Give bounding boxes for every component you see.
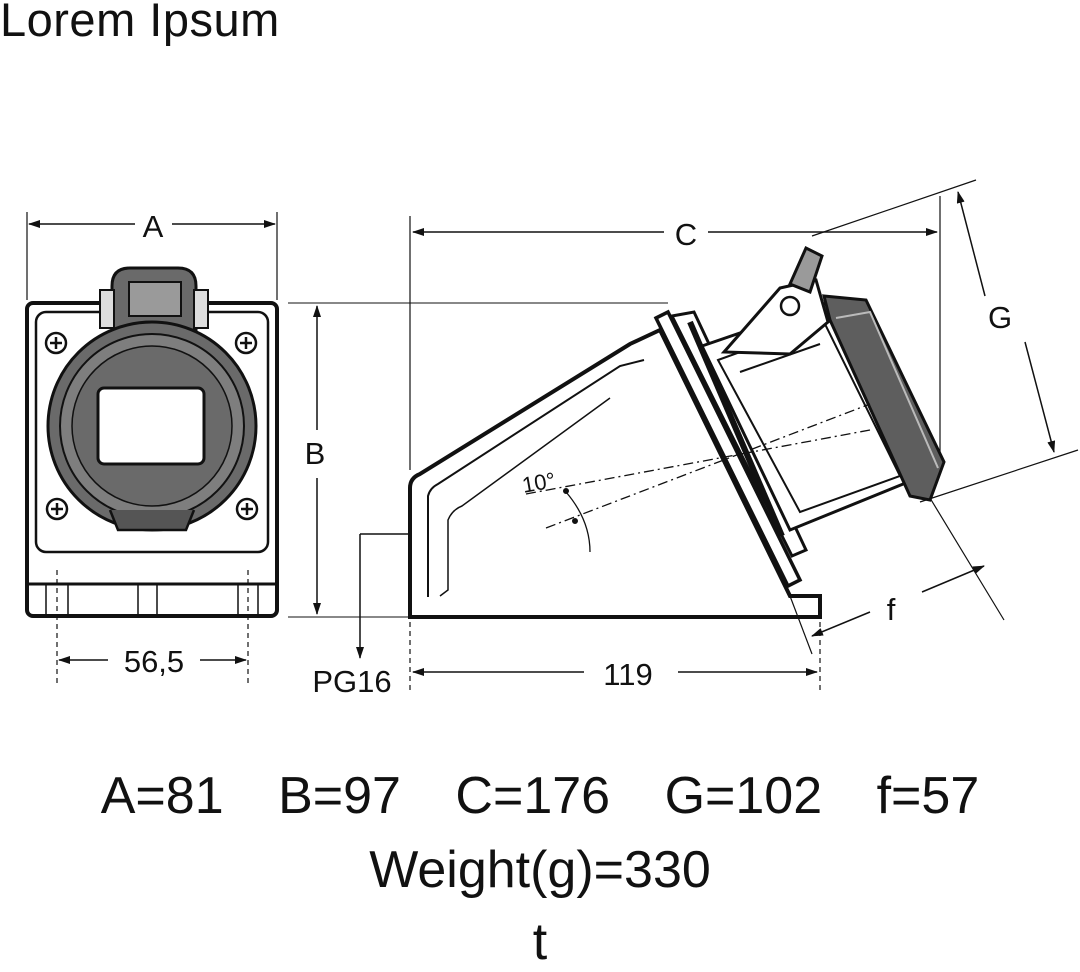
dim-f-label: f (887, 592, 896, 627)
dim-base-front-label: 56,5 (124, 644, 184, 679)
dim-f-line (811, 611, 871, 637)
dim-a-label: A (143, 209, 164, 244)
spec-b: B=97 (278, 767, 401, 825)
screw-icon (44, 331, 68, 355)
dim-b-label: B (305, 436, 326, 471)
screw-icon (234, 331, 258, 355)
cable-entry-label: PG16 (312, 664, 391, 699)
dim-g-label: G (988, 300, 1012, 335)
side-view (356, 179, 1079, 690)
page-title: Lorem Ipsum (0, 0, 280, 46)
spec-a: A=81 (100, 767, 224, 825)
spec-f: f=57 (876, 767, 980, 825)
angle-label: 10° (520, 467, 557, 497)
dim-base-side-label: 119 (603, 657, 652, 692)
spec-c: C=176 (455, 767, 611, 825)
spec-g: G=102 (664, 767, 823, 825)
screw-icon (45, 497, 69, 521)
front-view (25, 212, 668, 684)
dim-g-line (956, 191, 986, 297)
screw-icon (235, 497, 259, 521)
spec-weight: Weight(g)=330 (369, 841, 711, 899)
spec-footer: t (532, 913, 548, 971)
spec-dimensions: A=81 B=97 C=176 G=102 f=57 (0, 766, 1080, 826)
dim-c-label: C (675, 217, 697, 252)
